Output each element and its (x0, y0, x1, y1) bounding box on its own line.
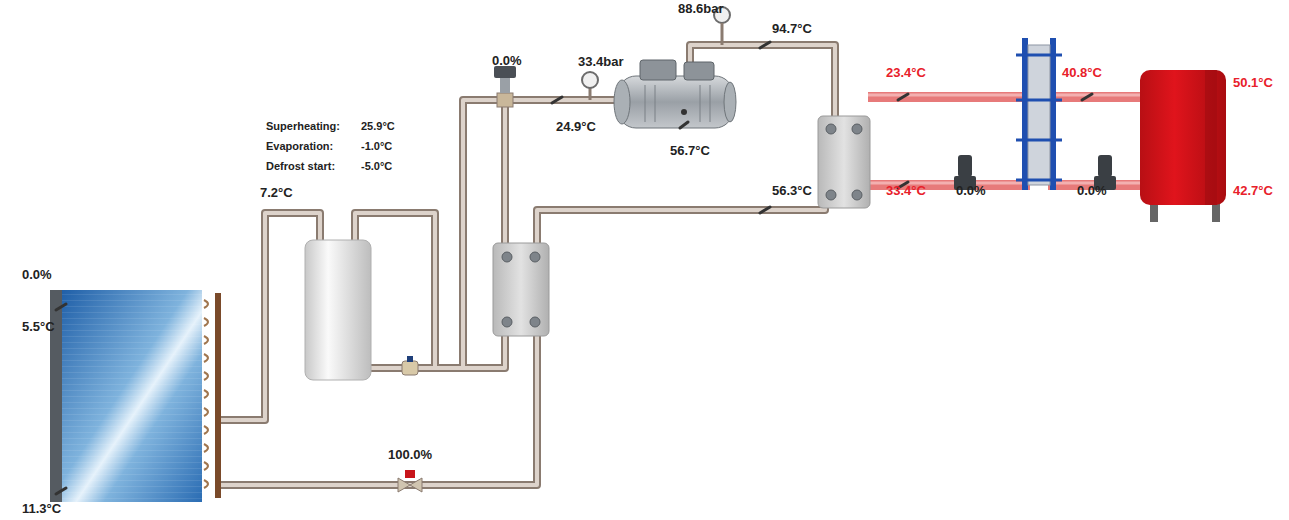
temperature-reading: 24.9°C (556, 120, 596, 133)
valve-opening: 0.0% (492, 54, 522, 67)
temperature-reading: 56.3°C (772, 184, 812, 197)
pump-speed: 0.0% (956, 184, 986, 197)
status-caption: Evaporation: (266, 141, 333, 152)
temperature-reading: 11.3°C (22, 502, 61, 515)
temperature-reading: 33.4°C (886, 184, 926, 197)
status-caption: Superheating: (266, 121, 340, 132)
status-caption: Defrost start: (266, 161, 335, 172)
pump-speed: 0.0% (1077, 184, 1107, 197)
valve-opening: 100.0% (388, 448, 432, 461)
pressure-reading: 88.6bar (678, 2, 724, 15)
temperature-reading: 94.7°C (772, 22, 812, 35)
pressure-reading: 33.4bar (578, 55, 624, 68)
fan-speed: 0.0% (22, 268, 52, 281)
status-value: -1.0°C (361, 141, 392, 152)
temperature-reading: 50.1°C (1233, 76, 1273, 89)
temperature-reading: 5.5°C (22, 320, 55, 333)
temperature-reading: 56.7°C (670, 144, 710, 157)
status-value: -5.0°C (361, 161, 392, 172)
temperature-reading: 7.2°C (260, 186, 293, 199)
temperature-reading: 23.4°C (886, 66, 926, 79)
status-value: 25.9°C (361, 121, 395, 132)
temperature-reading: 42.7°C (1233, 184, 1273, 197)
temperature-reading: 40.8°C (1062, 66, 1102, 79)
